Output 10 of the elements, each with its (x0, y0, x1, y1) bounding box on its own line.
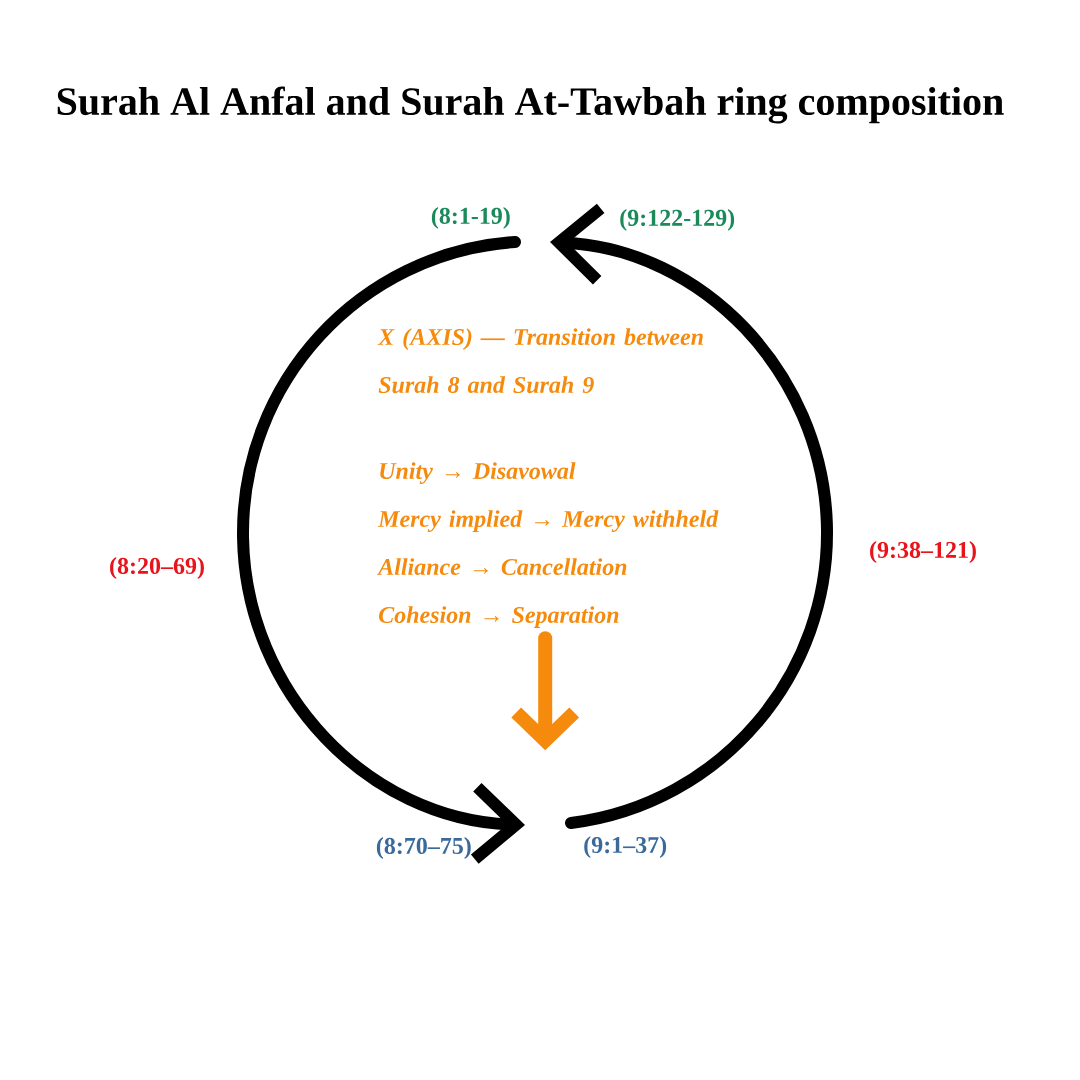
verse-label: (8:20–69) (110, 557, 204, 579)
verse-label: (8:1-19) (431, 207, 510, 229)
title: Surah Al Anfal and Surah At-Tawbah ring composition (57, 86, 1004, 124)
verse-label: (8:70–75) (376, 837, 471, 859)
verse-label: (9:1–37) (584, 836, 667, 858)
ring-arrow (550, 203, 833, 829)
verse-label: (9:122-129) (620, 209, 735, 231)
ring-arrow (237, 236, 525, 864)
axis-text: X (AXIS) — Transition between Surah 8 and Surah 9 Unity → Disavowal Mercy implied → Mercy withheld Alliance → Cancellation Cohesion → Separation (376, 328, 719, 628)
verse-label: (9:38–121) (870, 541, 976, 563)
